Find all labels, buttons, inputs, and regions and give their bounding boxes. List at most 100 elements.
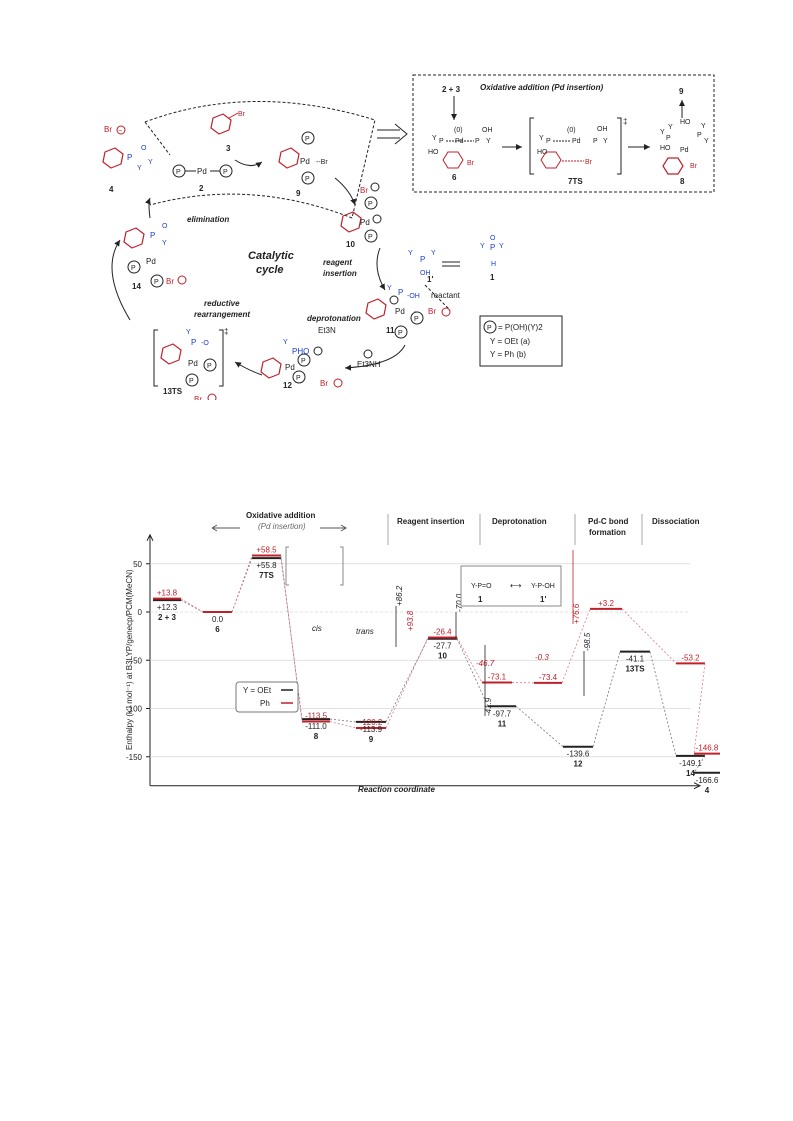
connector-oet	[593, 652, 620, 747]
svg-text:P: P	[439, 138, 444, 145]
cycle-dashed-fan	[145, 101, 375, 218]
value-oet-label: +12.3	[157, 603, 178, 612]
svg-text:Y-P=O: Y-P=O	[471, 583, 492, 590]
value-oet-label: -27.7	[433, 642, 452, 651]
svg-text:‡: ‡	[623, 117, 627, 126]
legend-y-b: Y = Ph (b)	[490, 350, 526, 359]
section-reagent: Reagent insertion	[397, 517, 465, 526]
y-tick-label: -50	[130, 656, 142, 665]
svg-text:P: P	[398, 330, 403, 337]
section-pdc-sub: formation	[589, 528, 626, 537]
svg-text:Br: Br	[690, 163, 698, 170]
state-name-label: 10	[438, 652, 447, 661]
svg-text:8: 8	[680, 177, 685, 186]
svg-text:OH: OH	[597, 126, 608, 133]
value-oet-label: 0.0	[212, 615, 224, 624]
connector-ph	[622, 609, 676, 663]
svg-text:Y: Y	[186, 329, 191, 336]
svg-text:Pd: Pd	[197, 167, 207, 176]
svg-text:Pd: Pd	[572, 138, 581, 145]
svg-text:Y: Y	[408, 250, 413, 257]
value-ph-label: -26.4	[433, 627, 452, 636]
equilibrium-inset	[461, 566, 561, 606]
svg-text:Br: Br	[360, 186, 368, 195]
state-name-label: 8	[314, 732, 319, 741]
value-ph-label: -53.2	[681, 653, 700, 662]
section-deprotonation: Deprotonation	[492, 517, 547, 526]
svg-text:Pd: Pd	[300, 157, 310, 166]
svg-text:P: P	[368, 234, 373, 241]
value-ph-label: -146.8	[696, 744, 719, 753]
svg-text:Br: Br	[428, 307, 436, 316]
barrier-label: +76.6	[572, 603, 581, 624]
barrier-label: +93.8	[406, 610, 415, 631]
svg-text:O: O	[490, 235, 496, 242]
svg-text:Y: Y	[486, 138, 491, 145]
compound-3-structure: Br 3	[211, 111, 246, 153]
barrier-label: -0.3	[535, 653, 549, 662]
section-pdc: Pd-C bond	[588, 517, 629, 526]
svg-text:Br: Br	[104, 125, 112, 134]
state-name-label: 2 + 3	[158, 613, 177, 622]
value-oet-label: -139.6	[567, 750, 590, 759]
base-h-label: Et3NH	[357, 360, 381, 369]
barrier-label: -70.0	[455, 593, 464, 612]
state-name-label: 13TS	[625, 665, 645, 674]
svg-text:P: P	[207, 363, 212, 370]
svg-text:P: P	[414, 316, 419, 323]
barrier-label: -98.5	[583, 632, 592, 651]
catalytic-title-1: Catalytic	[248, 250, 294, 262]
connector-ph	[281, 556, 302, 722]
legend-ph-label: Ph	[260, 699, 270, 708]
catalytic-title-2: cycle	[256, 264, 284, 276]
svg-text:O: O	[162, 223, 168, 230]
svg-text:P: P	[189, 378, 194, 385]
svg-text:Pd: Pd	[360, 218, 370, 227]
section-oxidative-sub: (Pd insertion)	[258, 522, 306, 531]
compound-1prime-structure: Y P Y OH	[408, 250, 436, 277]
base-label: Et3N	[318, 326, 336, 335]
legend-y-a: Y = OEt (a)	[490, 337, 530, 346]
state-name-label: 4	[705, 786, 710, 795]
svg-text:Y: Y	[431, 250, 436, 257]
svg-text:Pd: Pd	[455, 138, 464, 145]
connector-ph	[232, 556, 252, 612]
compound-13ts-structure: ‡ Y P -O Pd P P Br 13TS	[154, 327, 228, 400]
svg-text:⟷: ⟷	[510, 581, 522, 590]
svg-text:Pd: Pd	[395, 307, 405, 316]
product-9-label: 9	[679, 87, 684, 96]
svg-text:7TS: 7TS	[568, 177, 583, 186]
svg-text:(0): (0)	[567, 127, 576, 134]
svg-text:P: P	[131, 265, 136, 272]
value-oet-label: -97.7	[493, 709, 512, 718]
chart-legend-box	[236, 682, 298, 712]
section-oxidative: Oxidative addition	[246, 511, 315, 520]
svg-text:Y-P-OH: Y-P-OH	[531, 583, 555, 590]
step-reductive-1: reductive	[204, 299, 240, 308]
connector-ph	[330, 722, 356, 728]
value-oet-label: -166.6	[696, 776, 719, 785]
reactant-label: reactant	[431, 291, 461, 300]
connector-ph	[181, 599, 203, 612]
svg-text:-OH: -OH	[407, 293, 420, 300]
svg-text:O: O	[141, 145, 147, 152]
state-name-label: 14	[686, 769, 695, 778]
y-axis-title: Enthalpy (kJ mol⁻¹) at B3LYP/genecp/PCM(…	[125, 569, 134, 750]
svg-text:P: P	[305, 176, 310, 183]
state-name-label: 9	[369, 735, 374, 744]
value-oet-label: -111.0	[305, 722, 327, 731]
reactants-2-3: 2 + 3	[442, 85, 461, 94]
svg-text:Y: Y	[480, 243, 485, 250]
connector-oet	[694, 756, 705, 773]
step-reductive-2: rearrangement	[194, 310, 250, 319]
compound-8-structure: Y Y P HO Pd P HO Y Y Br 8	[660, 119, 709, 186]
y-tick-label: -100	[126, 705, 143, 714]
svg-text:14: 14	[132, 282, 141, 291]
value-ph-label: +58.5	[256, 546, 277, 555]
connector-ph	[457, 637, 482, 682]
svg-text:13TS: 13TS	[163, 387, 183, 396]
svg-text:P: P	[368, 201, 373, 208]
y-tick-label: 0	[138, 608, 143, 617]
svg-text:Pd: Pd	[188, 359, 198, 368]
svg-text:P: P	[176, 169, 181, 176]
